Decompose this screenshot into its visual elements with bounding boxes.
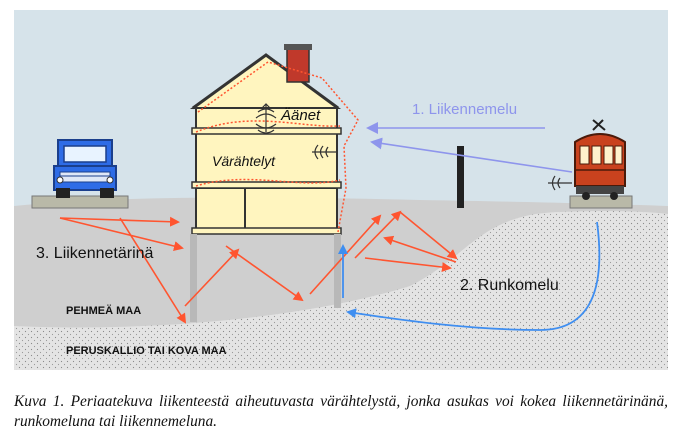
vibration-diagram: Äänet Värähtelyt 1. Liikennemelu 2. Runk…: [14, 10, 668, 370]
pole: [457, 146, 464, 208]
label-bedrock: PERUSKALLIO TAI KOVA MAA: [66, 345, 227, 357]
truck-icon: [31, 139, 129, 209]
vibration-arrows: [59, 210, 458, 324]
hard-ground-bedrock: [14, 211, 668, 370]
label-vibrations: Värähtelyt: [212, 153, 276, 169]
figure-caption: Kuva 1. Periaatekuva liikenteestä aiheut…: [14, 393, 668, 430]
sound-wave-icon: [255, 103, 336, 160]
label-soft-ground: PEHMEÄ MAA: [66, 304, 141, 317]
traffic-noise-arrows: [366, 122, 573, 173]
tram-icon: [548, 119, 633, 209]
chimney-icon: [286, 47, 310, 83]
label-structure-noise: 2. Runkomelu: [460, 277, 559, 294]
label-sounds: Äänet: [280, 107, 321, 124]
structure-noise-arrows: [338, 221, 601, 331]
label-traffic-vibration: 3. Liikennetärinä: [36, 245, 154, 262]
label-traffic-noise: 1. Liikennemelu: [412, 101, 517, 118]
